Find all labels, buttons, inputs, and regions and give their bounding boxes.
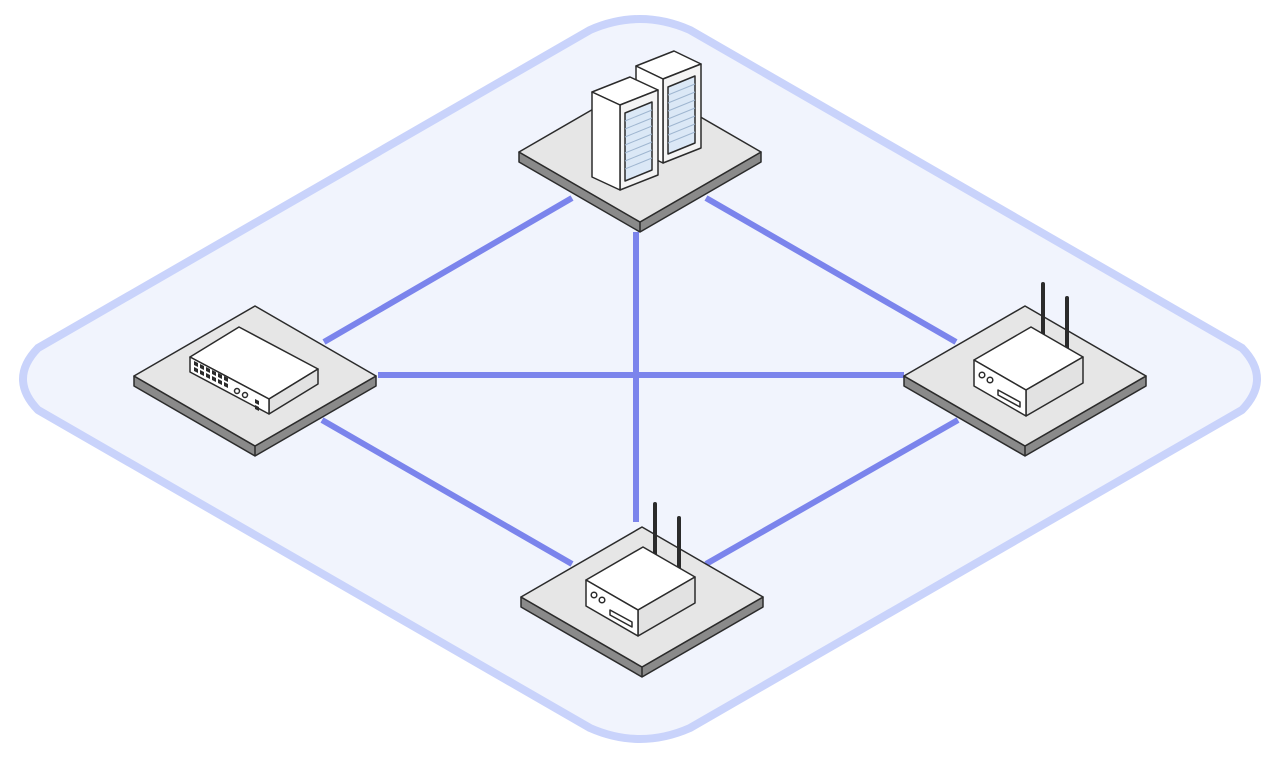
wireless-router-icon [585, 502, 696, 637]
server-rack-icon [591, 50, 702, 191]
link-servers-router-right [704, 195, 958, 345]
link-router-right-router-bottom [704, 417, 960, 567]
node-router-bottom[interactable] [520, 502, 764, 678]
node-servers[interactable] [518, 50, 762, 233]
node-router-right[interactable] [903, 282, 1147, 457]
link-switch-router-bottom [320, 417, 574, 567]
wireless-router-icon [973, 282, 1084, 417]
network-zone [19, 15, 1261, 743]
node-switch[interactable] [133, 305, 377, 457]
link-servers-switch [322, 195, 574, 345]
links [320, 195, 960, 567]
network-switch-icon [189, 326, 319, 415]
